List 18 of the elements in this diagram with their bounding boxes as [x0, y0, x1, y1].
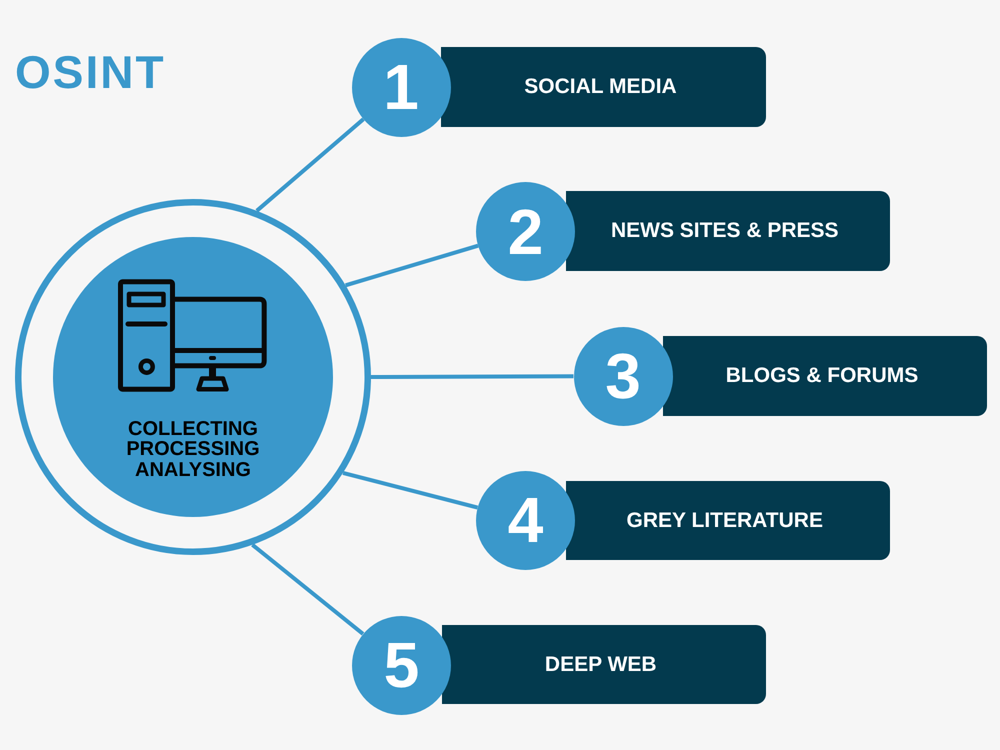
number-circle: 3 [574, 326, 672, 426]
hub-label: COLLECTING PROCESSING ANALYSING [125, 418, 261, 480]
connector-line [256, 118, 365, 212]
label-bar: BLOGS & FORUMS [663, 336, 987, 416]
number-circle: 4 [476, 470, 575, 570]
label-bar: GREY LITERATURE [566, 481, 890, 560]
connector-line [251, 543, 364, 636]
label-bar: SOCIAL MEDIA [441, 47, 766, 127]
hub-circle [15, 199, 371, 555]
title: OSINT [15, 49, 166, 95]
number-circle: 2 [476, 182, 575, 281]
number-circle: 5 [352, 616, 451, 714]
label-bar: NEWS SITES & PRESS [566, 191, 890, 271]
label-bar: DEEP WEB [442, 625, 766, 704]
connector-line [345, 244, 479, 288]
number-circle: 1 [352, 38, 450, 136]
connector-line [342, 470, 478, 510]
connector-line [371, 374, 574, 379]
